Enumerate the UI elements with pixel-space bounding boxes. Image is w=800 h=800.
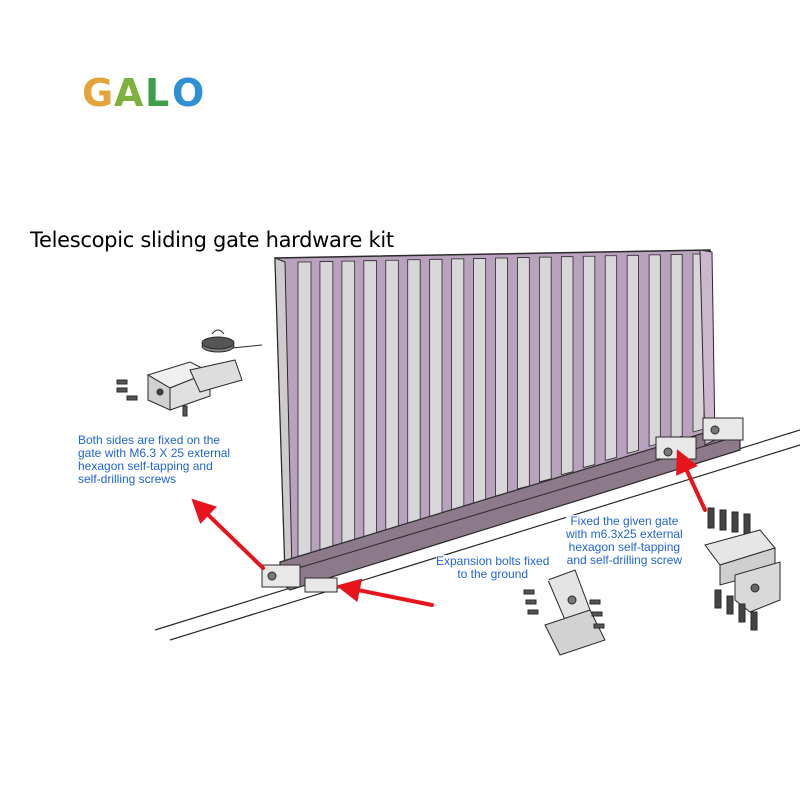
callout-right-line: with m6.3x25 external bbox=[566, 527, 683, 541]
gate-slat bbox=[517, 257, 530, 490]
red-arrow-icon bbox=[336, 578, 434, 607]
callout-middle: Expansion bolts fixed to the ground bbox=[436, 554, 550, 581]
gate-slat bbox=[560, 256, 574, 476]
gate-end-bracket-left bbox=[261, 564, 338, 593]
ground-bracket bbox=[523, 569, 606, 656]
callout-left: Both sides are fixed on the gate with M6… bbox=[78, 433, 231, 486]
gate-slat bbox=[473, 258, 487, 504]
logo-letter-a: A bbox=[114, 72, 144, 112]
callout-middle-line: to the ground bbox=[457, 567, 529, 581]
red-arrow-icon bbox=[676, 449, 707, 512]
guide-wheel-assembly bbox=[116, 329, 263, 417]
callout-left-line: Both sides are fixed on the bbox=[78, 433, 221, 447]
callout-left-line: gate with M6.3 X 25 external bbox=[78, 446, 231, 460]
bolt-group-topleft bbox=[116, 379, 188, 417]
callout-left-line: hexagon self-tapping and bbox=[78, 459, 213, 473]
gate-slat bbox=[538, 256, 552, 483]
galo-logo: G A L O bbox=[82, 72, 204, 112]
gate-slat bbox=[297, 261, 312, 561]
callout-right-line: Fixed the given gate bbox=[570, 514, 679, 528]
gate-slat bbox=[341, 260, 356, 547]
gate-slat bbox=[626, 254, 639, 454]
gate-slat bbox=[429, 258, 443, 518]
callout-right-line: and self-drilling screw bbox=[566, 553, 683, 567]
bolt-set-upper bbox=[707, 507, 751, 535]
logo-letter-o: O bbox=[172, 72, 204, 112]
gate-slat bbox=[385, 259, 399, 533]
callout-right-line: hexagon self-tapping bbox=[568, 540, 681, 554]
logo-letter-g: G bbox=[82, 72, 113, 112]
gate-panel bbox=[274, 249, 741, 591]
gate-slats bbox=[297, 253, 705, 561]
gate-end-bracket-right bbox=[655, 417, 744, 460]
arrows bbox=[191, 449, 707, 607]
gate-slat bbox=[604, 255, 618, 461]
hardware-set-right bbox=[704, 507, 781, 631]
gate-slat bbox=[670, 254, 683, 440]
gate-slat bbox=[451, 258, 465, 511]
gate-slat bbox=[648, 254, 661, 447]
logo-letter-l: L bbox=[145, 72, 169, 112]
red-arrow-icon bbox=[191, 498, 265, 570]
callout-left-line: self-drilling screws bbox=[78, 472, 177, 486]
callout-right: Fixed the given gate with m6.3x25 extern… bbox=[566, 515, 683, 567]
gate-slat bbox=[582, 255, 596, 469]
callout-middle-line: Expansion bolts fixed bbox=[436, 554, 550, 568]
gate-slat bbox=[363, 260, 377, 540]
gate-slat bbox=[407, 259, 421, 525]
gate-slat bbox=[319, 261, 334, 554]
bolt-set-ground bbox=[523, 589, 605, 629]
bolt-set-lower bbox=[714, 589, 758, 631]
diagram-title: Telescopic sliding gate hardware kit bbox=[30, 228, 394, 252]
gate-slat bbox=[495, 257, 508, 497]
